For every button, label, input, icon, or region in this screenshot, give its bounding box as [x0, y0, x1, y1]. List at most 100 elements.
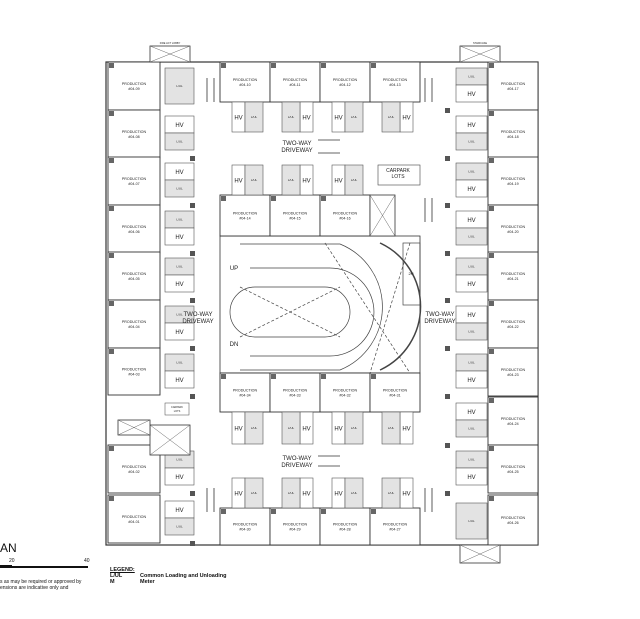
unit-number: #04-22: [507, 325, 518, 329]
column: [489, 111, 494, 116]
unit-label: PRODUCTION: [501, 465, 526, 469]
production-unit: [107, 204, 161, 254]
production-unit: [369, 61, 421, 103]
driveway-label: DRIVEWAY: [424, 319, 455, 325]
loading-bay: [381, 101, 401, 133]
column: [271, 63, 276, 68]
hv-bay: [164, 467, 195, 486]
unit-number: #04-24: [507, 422, 518, 426]
column: [271, 374, 276, 379]
column: [321, 509, 326, 514]
column: [221, 374, 226, 379]
production-unit: [487, 396, 539, 446]
column: [445, 394, 450, 399]
unit-number: #04-02: [128, 470, 139, 474]
hv-label: HV: [334, 492, 342, 498]
unit-label: PRODUCTION: [501, 368, 526, 372]
hv-label: HV: [467, 410, 475, 416]
unit-number: #04-06: [128, 230, 139, 234]
column: [489, 496, 494, 501]
lul-label: L/UL: [468, 170, 475, 174]
unit-number: #04-26: [507, 521, 518, 525]
column: [190, 394, 195, 399]
unit-label: PRODUCTION: [122, 272, 147, 276]
column: [221, 196, 226, 201]
hv-bay: [455, 84, 488, 103]
production-unit: [487, 156, 539, 206]
lul-label: L/UL: [468, 427, 475, 431]
column: [109, 158, 114, 163]
lul-label: L/UL: [351, 178, 358, 182]
unit-number: #04-21: [507, 277, 518, 281]
production-unit: [487, 347, 539, 397]
unit-label: PRODUCTION: [501, 82, 526, 86]
hv-label: HV: [175, 123, 183, 129]
hv-label: HV: [467, 378, 475, 384]
loading-bay: [164, 132, 195, 151]
production-unit: [107, 109, 161, 159]
unit-number: #04-28: [339, 528, 350, 532]
column: [109, 301, 114, 306]
hv-label: HV: [234, 427, 242, 433]
driveway-label: TWO-WAY: [184, 312, 213, 318]
column: [371, 374, 376, 379]
lul-label: L/UL: [288, 426, 295, 430]
unit-label: PRODUCTION: [233, 523, 258, 527]
unit-label: PRODUCTION: [501, 516, 526, 520]
unit-number: #04-27: [389, 528, 400, 532]
production-unit: [319, 61, 371, 103]
lul-label: L/UL: [176, 187, 183, 191]
column: [109, 206, 114, 211]
production-unit: [219, 372, 271, 413]
production-unit: [107, 299, 161, 349]
hv-bay: [164, 370, 195, 389]
column: [190, 203, 195, 208]
carpark-label: CARPARK: [386, 168, 410, 174]
lul-label: L/UL: [288, 115, 295, 119]
hv-label: HV: [334, 427, 342, 433]
unit-number: #04-09: [128, 87, 139, 91]
unit-label: PRODUCTION: [333, 523, 358, 527]
lul-label: L/UL: [388, 115, 395, 119]
loading-bay: [281, 164, 301, 196]
unit-number: #04-05: [128, 277, 139, 281]
column: [371, 63, 376, 68]
column: [489, 446, 494, 451]
lift-shaft-icon: [369, 194, 396, 237]
loading-bay: [244, 411, 264, 445]
loading-bay: [281, 411, 301, 445]
column: [445, 443, 450, 448]
unit-label: PRODUCTION: [283, 389, 308, 393]
column: [190, 298, 195, 303]
unit-number: #04-17: [507, 87, 518, 91]
unit-label: PRODUCTION: [122, 515, 147, 519]
unit-number: #04-25: [507, 470, 518, 474]
lul-label: L/UL: [176, 525, 183, 529]
unit-label: PRODUCTION: [283, 523, 308, 527]
hv-label: HV: [175, 330, 183, 336]
production-unit: [369, 507, 421, 546]
production-unit: [369, 372, 421, 413]
loading-bay: [455, 322, 488, 341]
production-unit: [107, 251, 161, 301]
lul-label: L/UL: [468, 75, 475, 79]
lul-label: L/UL: [351, 115, 358, 119]
loading-bay: [244, 477, 264, 509]
lul-label: L/UL: [468, 519, 475, 523]
lul-label: L/UL: [176, 361, 183, 365]
scale-label-40: 40: [84, 558, 90, 564]
hv-label: HV: [402, 116, 410, 122]
unit-number: #04-14: [239, 217, 250, 221]
lul-label: L/UL: [176, 84, 183, 88]
carpark-lots: [164, 402, 190, 416]
column: [489, 206, 494, 211]
loading-bay: [455, 419, 488, 438]
lul-label: L/UL: [388, 426, 395, 430]
loading-bay: [455, 502, 488, 540]
hv-label: HV: [402, 427, 410, 433]
production-unit: [269, 507, 321, 546]
hv-label: HV: [302, 492, 310, 498]
production-unit: [219, 194, 271, 237]
column: [445, 108, 450, 113]
unit-number: #04-19: [507, 182, 518, 186]
